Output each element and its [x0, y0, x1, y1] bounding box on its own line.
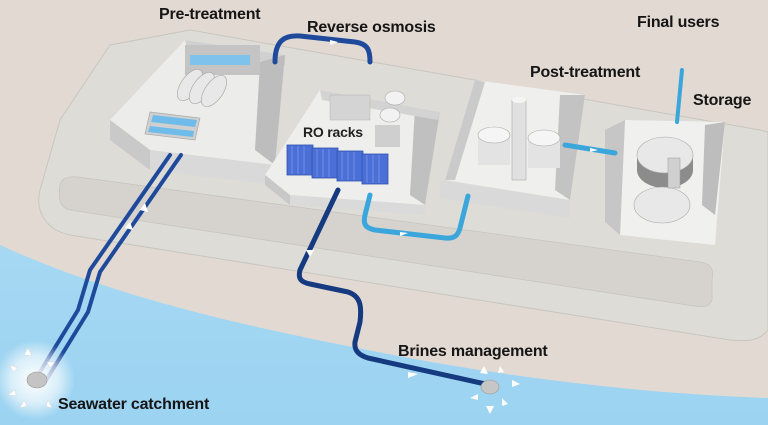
label-brines-management: Brines management [398, 343, 548, 360]
flow-arrow [400, 232, 408, 236]
intake-pipe-2 [43, 153, 183, 384]
intake-pipe-1 [33, 153, 172, 382]
permeate-pipe [361, 192, 471, 241]
ro-rack-4 [361, 153, 389, 185]
label-final-users: Final users [637, 14, 720, 31]
flow-arrow [330, 40, 338, 45]
flow-arrow [140, 203, 148, 212]
storage-tanks [633, 136, 694, 224]
distribution-pipe [675, 68, 684, 124]
flow-arrow [408, 372, 418, 378]
seawater-intake-head [0, 340, 75, 420]
label-pre-treatment: Pre-treatment [159, 6, 261, 23]
label-reverse-osmosis: Reverse osmosis [307, 19, 436, 36]
tank [384, 90, 406, 106]
flow-arrow [590, 148, 598, 152]
label-ro-racks: RO racks [303, 124, 363, 140]
flow-arrow [306, 250, 314, 257]
access-road [58, 176, 714, 308]
label-seawater-catchment: Seawater catchment [58, 396, 210, 413]
post-treatment-building [440, 80, 585, 218]
feed-pipe [272, 33, 373, 65]
treatment-tanks [477, 97, 561, 181]
brine-pipe [296, 187, 493, 388]
flow-arrow [125, 222, 133, 230]
control-room [329, 94, 371, 121]
label-post-treatment: Post-treatment [530, 64, 641, 81]
pre-treatment-building [110, 40, 285, 185]
ro-rack-3 [336, 150, 364, 182]
ro-racks [286, 144, 389, 185]
label-storage: Storage [693, 92, 752, 109]
brine-outfall-diffuser [470, 366, 520, 414]
flow-arrows [125, 40, 598, 378]
storage-building [605, 120, 725, 245]
storage-cylinders [176, 69, 228, 107]
settling-basin [144, 111, 201, 141]
ro-rack-2 [311, 147, 339, 179]
ro-rack-1 [286, 144, 314, 176]
reverse-osmosis-building [265, 90, 440, 215]
sea [0, 245, 768, 425]
